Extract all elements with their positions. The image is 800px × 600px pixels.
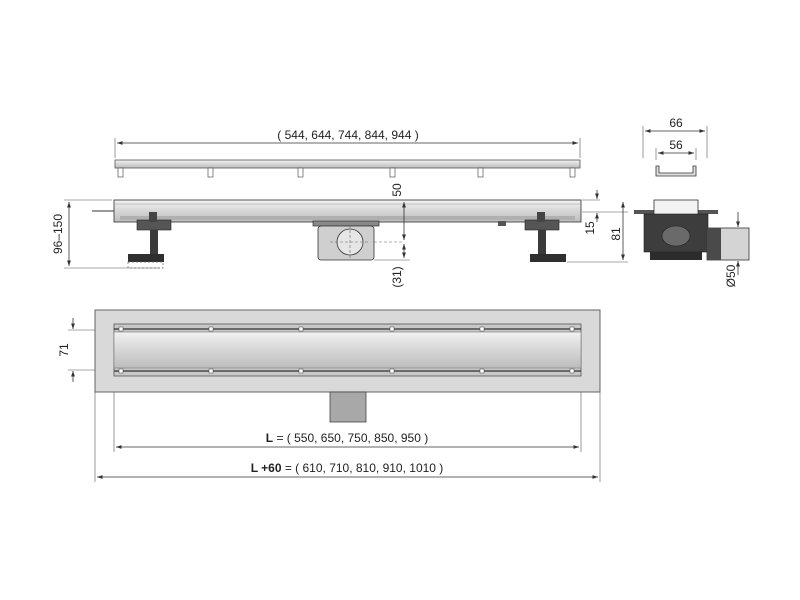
leveling-foot-right (524, 212, 566, 262)
foot-height-label: 96–150 (51, 214, 65, 254)
foot-screw-head (537, 212, 545, 222)
grate-clip (207, 167, 214, 178)
section-outlet-connector (707, 228, 721, 260)
outer-width-label: 66 (669, 116, 683, 130)
foot-screw-head (149, 212, 157, 222)
channel-bottom (120, 216, 575, 220)
section-outlet-opening (661, 225, 691, 247)
outlet-body (312, 220, 404, 261)
depth-small-label: 15 (583, 221, 597, 235)
length-L-label: L = ( 550, 650, 750, 850, 950 ) (266, 431, 428, 445)
foot-base (530, 254, 566, 262)
grate-section (655, 165, 697, 177)
inner-width-label: 56 (669, 138, 683, 152)
grate-top (113, 331, 582, 369)
grate-clip (569, 167, 576, 178)
length-L60-values: = ( 610, 710, 810, 910, 1010 ) (282, 461, 444, 475)
width-label: 71 (57, 343, 71, 357)
grate-length-label: ( 544, 644, 744, 844, 944 ) (277, 128, 418, 142)
cross-section-view: 66 56 15 81 Ø50 (567, 116, 750, 287)
small-clip (498, 221, 506, 226)
grate-clip (297, 167, 304, 178)
grate-clip (389, 167, 396, 178)
grate-clip (117, 167, 124, 178)
leveling-foot-left (127, 212, 172, 269)
grate-clip (477, 167, 484, 178)
section-feet (650, 252, 702, 260)
foot-stem (150, 230, 158, 254)
total-height-label: 81 (609, 227, 623, 241)
length-L60-label: L +60 = ( 610, 710, 810, 910, 1010 ) (251, 461, 444, 475)
outlet-diameter-label: Ø50 (724, 264, 738, 287)
top-view: 71 L = ( 550, 650, 750, 850, 950 ) L +60… (57, 309, 601, 482)
outlet-offset-label: (31) (390, 266, 404, 287)
foot-extended-outline (127, 261, 164, 269)
foot-stem (538, 230, 546, 254)
side-view: 96–150 (51, 183, 582, 288)
grate-view: ( 544, 644, 744, 844, 944 ) (114, 128, 581, 178)
outlet-flange (312, 220, 380, 227)
length-L-prefix: L (266, 431, 273, 445)
grate-ticks (118, 326, 575, 374)
foot-base (128, 254, 164, 262)
length-L60-prefix: L +60 (251, 461, 282, 475)
section-channel (653, 199, 699, 217)
outlet-top-view (329, 391, 367, 423)
length-L-values: = ( 550, 650, 750, 850, 950 ) (273, 431, 428, 445)
outlet-height-label: 50 (390, 183, 404, 197)
grate-bar (114, 159, 581, 169)
